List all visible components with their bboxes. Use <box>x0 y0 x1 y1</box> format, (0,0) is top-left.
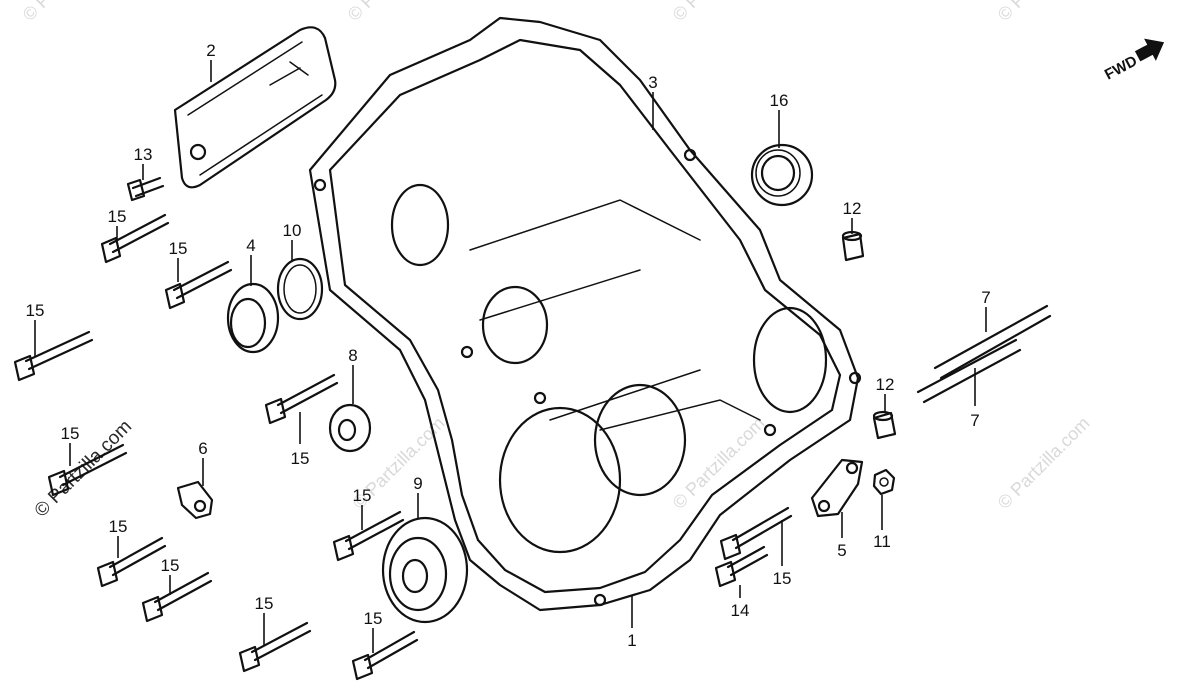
bolt-part-15b <box>164 260 233 310</box>
bearing-part <box>750 143 814 207</box>
fwd-label: FWD <box>1102 52 1140 83</box>
callout-5: 5 <box>837 541 846 560</box>
nut-part <box>872 468 896 496</box>
callout-15-h: 15 <box>161 556 180 575</box>
bolt-part-15e <box>47 443 128 497</box>
callout-15-b: 15 <box>169 239 188 258</box>
dowel-pin-part-lower <box>872 410 897 440</box>
bracket-part <box>810 458 864 518</box>
bolt-part-15a <box>100 213 170 264</box>
bolt-part-15d <box>264 373 339 425</box>
watermark-top-3: © Partzilla.com <box>669 0 769 25</box>
watermarks: © Partzilla.com © Partzilla.com © Partzi… <box>19 0 1094 522</box>
callout-12-b: 12 <box>876 375 895 394</box>
watermark-mid-3: © Partzilla.com <box>994 413 1094 513</box>
callout-15-a: 15 <box>108 207 127 226</box>
bolt-part-15j <box>351 630 419 681</box>
callout-11: 11 <box>873 532 891 551</box>
callout-15-j: 15 <box>364 609 383 628</box>
callouts: 2 3 16 13 15 15 4 10 12 7 15 8 12 7 15 1… <box>26 41 991 650</box>
watermark-top-2: © Partzilla.com <box>344 0 444 25</box>
leader-lines <box>34 60 987 653</box>
callout-1: 1 <box>627 631 636 650</box>
callout-3: 3 <box>648 73 657 92</box>
dowel-pin-part-upper <box>841 230 865 262</box>
bolt-part-15h <box>238 621 312 673</box>
callout-15-c: 15 <box>26 301 45 320</box>
callout-15-e: 15 <box>61 424 80 443</box>
stud-part <box>916 304 1052 404</box>
bolt-part-15i <box>332 510 405 562</box>
clamp-part <box>176 480 214 520</box>
watermark-left: © Partzilla.com <box>31 416 136 521</box>
callout-6: 6 <box>198 439 207 458</box>
callout-10: 10 <box>283 221 302 240</box>
callout-7-a: 7 <box>981 288 990 307</box>
crankcase-cover-part <box>308 16 862 612</box>
watermark-top-1: © Partzilla.com <box>19 0 119 25</box>
callout-16: 16 <box>770 91 789 110</box>
watermark-top-4: © Partzilla.com <box>994 0 1094 25</box>
callout-8: 8 <box>348 346 357 365</box>
oil-seal-part <box>328 403 372 453</box>
bolt-part-15f <box>96 536 167 588</box>
cap-part <box>226 282 280 354</box>
bolt-part-15g <box>141 571 213 623</box>
callout-15-d: 15 <box>291 449 310 468</box>
callout-2: 2 <box>206 41 215 60</box>
bolt-part-13 <box>126 176 165 202</box>
callout-14: 14 <box>731 601 750 620</box>
callout-15-i: 15 <box>255 594 274 613</box>
callout-9: 9 <box>413 474 422 493</box>
callout-15-f: 15 <box>353 486 372 505</box>
bolt-part-14 <box>714 545 769 588</box>
bolt-part-15c <box>13 330 94 382</box>
cover-plate-part <box>173 26 337 189</box>
callout-7-b: 7 <box>970 411 979 430</box>
callout-13: 13 <box>134 145 153 164</box>
callout-12-a: 12 <box>843 199 862 218</box>
callout-4: 4 <box>246 236 255 255</box>
pulley-cover-part <box>381 516 469 624</box>
callout-15-g: 15 <box>109 517 128 536</box>
fwd-arrow-icon: FWD <box>1102 38 1165 84</box>
callout-15-k: 15 <box>773 569 792 588</box>
o-ring-part <box>276 257 324 321</box>
